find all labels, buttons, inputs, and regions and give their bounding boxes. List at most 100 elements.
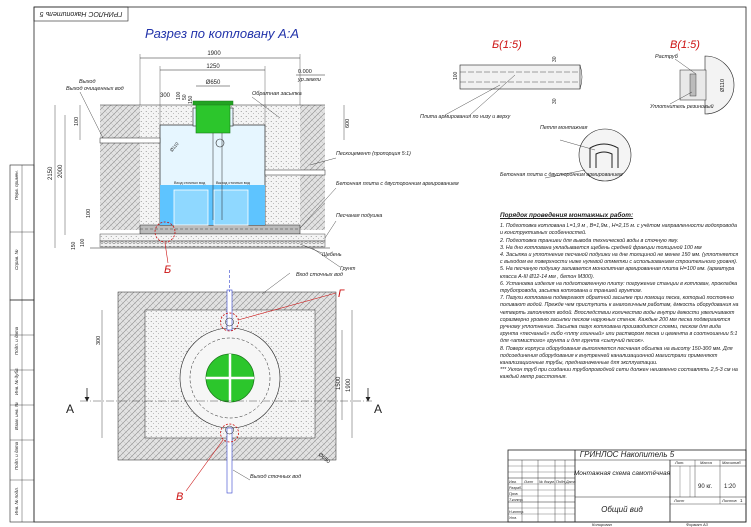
label-sand-cement: Пескоцемент (пропорция 5:1) — [336, 151, 411, 157]
inlet-pipe — [264, 169, 326, 176]
detail-b-circle — [154, 221, 176, 243]
dim-650: Ø650 — [206, 80, 221, 86]
note-item-5: 5. На песчаную подушку заливается моноли… — [500, 266, 735, 280]
note-item-7: 7. Пазухи котлована подвергают обратной … — [500, 295, 739, 345]
tb-sheets-label: Листов — [721, 498, 737, 503]
detail-b-title: Б(1:5) — [492, 39, 522, 51]
dim-100a: 100 — [176, 91, 182, 100]
detail-v: В(1:5) Раструб Уплотнитель резиновый Ø11… — [650, 39, 735, 115]
label-loop: Петля монтажная — [540, 125, 588, 131]
dim-100d: 100 — [80, 238, 86, 247]
label-concrete-slab: Бетонная плита с двусторонним армировани… — [336, 181, 459, 187]
mark-g: Г — [338, 288, 345, 300]
detail-b: Б(1:5) 30 30 100 Плита армирования по ни… — [420, 39, 583, 120]
dim-300: 300 — [160, 93, 171, 99]
outlet-pipe — [99, 137, 161, 144]
top-stamp-text: ГРИНЛОС Накопитель 5 — [40, 10, 123, 17]
tb-copied: Копировал — [592, 522, 613, 527]
dim-000: 0.000 — [298, 69, 312, 75]
notes-title: Порядок проведения монтажных работ: — [500, 212, 634, 219]
tb-sheet-label: Лист — [673, 498, 685, 503]
dim-30b: 30 — [552, 98, 558, 104]
label-sand-pad: Песчаная подушка — [336, 213, 382, 219]
gravel-layer — [99, 240, 326, 248]
note-item-1: 1. Подготовка котлована L=1,9 м , В=1,9м… — [500, 223, 737, 237]
tb-sheets: 1 — [740, 498, 743, 503]
label-soil: Грунт — [340, 266, 356, 272]
plan-view: А А 300 1900 1500 Ø650 Вход сточных вод … — [66, 270, 382, 503]
dim-600: 600 — [345, 119, 351, 128]
dim-50: 50 — [182, 94, 188, 100]
top-stamp-box — [33, 6, 129, 22]
section-title: Разрез по котловану А:А — [145, 26, 299, 41]
label-inlet-section: Вход сточных вод — [296, 272, 343, 278]
side-stamp-7: Инв. № подл. — [14, 487, 19, 515]
tank-inner-label-b: Выход сточных вод — [216, 181, 251, 185]
side-stamp-2: Справ. № — [14, 249, 19, 270]
label-slab-g: Бетонная плита с двусторонним армировани… — [500, 172, 623, 178]
label-backfill: Обратная засыпка — [252, 91, 302, 97]
detail-v-circle — [220, 423, 239, 443]
tb-scale: 1:20 — [724, 484, 736, 490]
mark-a-left: А — [66, 402, 74, 416]
tank-lid — [195, 102, 231, 134]
side-stamp-3: Подп. и дата — [14, 326, 19, 355]
dim-300b: 300 — [96, 336, 102, 345]
section-aa: Вход сточных вод Выход сточных вод Ø110 … — [48, 51, 459, 276]
title-block: ГРИНЛОС Накопитель 5 Монтажная схема сам… — [507, 449, 747, 527]
dim-110b: Ø110 — [720, 79, 726, 92]
dim-150b: 150 — [71, 241, 77, 250]
note-item-4: 4. Засыпка и уплотнение песчаной подушки… — [500, 252, 739, 266]
mark-v: В — [176, 491, 183, 503]
dim-1500: 1500 — [336, 376, 342, 390]
label-slab-b: Плита армирования по низу и верху — [420, 114, 511, 120]
installation-notes: Порядок проведения монтажных работ: 1. П… — [500, 212, 740, 382]
note-item-2: 2. Подготовка траншеи для вывода техниче… — [500, 237, 679, 244]
dim-100e: 100 — [453, 71, 459, 80]
mark-a-right: А — [374, 402, 382, 416]
tb-product: ГРИНЛОС Накопитель 5 — [580, 450, 675, 459]
dim-1250: 1250 — [206, 64, 220, 70]
dim-150: 150 — [188, 95, 194, 104]
plan-inlet-pipe — [226, 289, 233, 331]
dim-d110: Ø110 — [169, 141, 180, 153]
detail-v-title: В(1:5) — [670, 39, 700, 51]
tb-list: Лист — [523, 480, 533, 484]
side-stamp-6: Подп. и дата — [14, 441, 19, 470]
side-stamp-5: Взам. инв. № — [14, 402, 19, 430]
tb-sheet-name: Общий вид — [601, 505, 643, 514]
mark-b: Б — [164, 264, 171, 276]
dim-2000: 2000 — [58, 164, 64, 178]
dim-1900: 1900 — [207, 51, 221, 57]
tb-mass-label: Масса — [700, 460, 713, 465]
side-stamp-1: Перв. примен. — [14, 170, 19, 200]
sand-pad — [99, 233, 326, 242]
tb-ndoc: № докум. — [539, 480, 555, 484]
note-item-3: 3. На дно котлована укладывается щебень … — [500, 244, 702, 251]
dim-30a: 30 — [552, 56, 558, 62]
tb-mass: 90 кг. — [698, 484, 712, 490]
side-stamp-4: Инв. № дубл. — [14, 367, 19, 395]
dim-1900b: 1900 — [346, 378, 352, 392]
tb-utv: Утв. — [509, 516, 517, 520]
tb-stage-label: Лит. — [674, 460, 684, 465]
side-stamp: Перв. примен. Справ. № Подп. и дата Инв.… — [10, 165, 34, 522]
plan-outlet-pipe — [226, 427, 233, 494]
tb-tkontr: Т.контр. — [509, 498, 524, 502]
note-item-6: 6. Установка изделия на подготовленную п… — [500, 280, 738, 295]
detail-g-circle — [220, 312, 239, 332]
note-item-9: *** Уклон труб при создании трубопроводн… — [500, 367, 738, 381]
tb-doc-name: Монтажная схема самотёчная — [574, 470, 671, 477]
tb-prov: Пров. — [509, 492, 518, 496]
tb-data: Дата — [565, 480, 575, 484]
dim-100b: 100 — [74, 117, 80, 126]
tb-razrab: Разраб. — [509, 486, 522, 490]
label-socket: Раструб — [655, 54, 679, 60]
tb-format: Формат А3 — [686, 522, 709, 527]
label-gravel: Щебень — [322, 252, 342, 258]
tb-nkontr: Н.контр. — [509, 510, 524, 514]
label-outlet-clean: Выход очищенных вод — [66, 86, 124, 92]
detail-g: Г Петля монтажная Бетонная плита с двуст… — [500, 125, 632, 182]
label-seal: Уплотнитель резиновый — [650, 103, 714, 110]
tank-inner-label-a: Вход сточных вод — [174, 181, 206, 185]
